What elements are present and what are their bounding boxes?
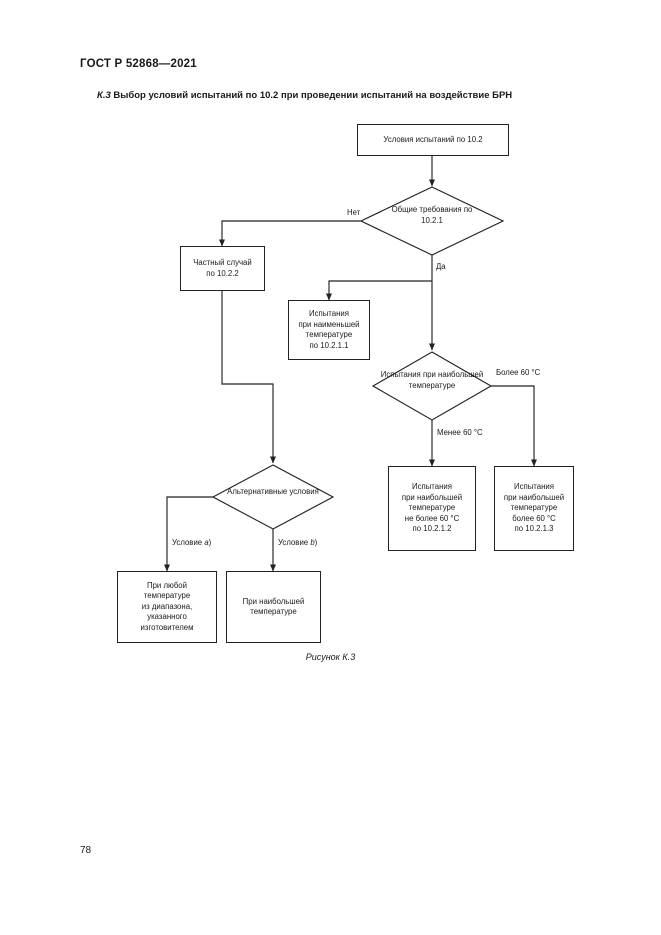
figure-caption: Рисунок К.3 bbox=[305, 652, 356, 662]
node-hnm60-line5: по 10.2.1.2 bbox=[412, 524, 452, 534]
node-special-case-line2: по 10.2.2 bbox=[206, 268, 239, 278]
node-any-temp-line5: изготовителем bbox=[140, 622, 194, 632]
node-lowest-temp-line4: по 10.2.1.1 bbox=[309, 340, 349, 350]
edge-label-more-60: Более 60 °С bbox=[496, 368, 541, 377]
edge-label-less-60: Менее 60 °С bbox=[437, 428, 483, 437]
node-hm60-line5: по 10.2.1.3 bbox=[514, 524, 554, 534]
page-number: 78 bbox=[80, 845, 92, 856]
condition-a-letter: a bbox=[204, 538, 209, 547]
condition-b-prefix: Условие bbox=[278, 538, 311, 547]
edge-to-lowest-temp bbox=[326, 280, 432, 301]
node-hm60-line1: Испытания bbox=[513, 482, 555, 492]
flowchart-connectors bbox=[164, 156, 537, 572]
edge-special-case-to-alternative bbox=[221, 291, 276, 464]
node-hnm60-line2: при наибольшей bbox=[401, 492, 463, 502]
node-any-temp-line1: При любой bbox=[146, 580, 188, 590]
node-lowest-temp: Испытания при наименьшей температуре по … bbox=[288, 300, 370, 360]
document-header: ГОСТ Р 52868—2021 bbox=[80, 58, 197, 70]
diamond-alternative-shape bbox=[211, 464, 335, 530]
node-lowest-temp-line2: при наименьшей bbox=[298, 319, 360, 329]
node-hnm60-line3: температуре bbox=[408, 503, 456, 513]
diamond-highest-temp-shape bbox=[371, 351, 493, 421]
node-special-case-line1: Частный случай bbox=[193, 258, 252, 267]
condition-a-prefix: Условие bbox=[172, 538, 205, 547]
section-number: К.3 bbox=[97, 90, 111, 101]
edge-more-60 bbox=[491, 385, 537, 467]
node-highest-not-more-60: Испытания при наибольшей температуре не … bbox=[388, 466, 476, 551]
edge-label-yes: Да bbox=[436, 262, 446, 271]
node-lowest-temp-line1: Испытания bbox=[308, 309, 350, 318]
edge-condition-a bbox=[164, 496, 213, 572]
node-any-temp-line4: указанного bbox=[147, 612, 187, 622]
edge-label-condition-a: Условие a) bbox=[172, 538, 211, 547]
node-hm60-line4: более 60 °С bbox=[512, 513, 556, 523]
node-any-temp-line3: из диапазона, bbox=[141, 601, 193, 611]
node-special-case: Частный случай по 10.2.2 bbox=[180, 246, 265, 291]
node-any-temp-range: При любой температуре из диапазона, указ… bbox=[117, 571, 217, 643]
node-highest-more-60: Испытания при наибольшей температуре бол… bbox=[494, 466, 574, 551]
condition-b-letter: b bbox=[310, 538, 315, 547]
node-hm60-line2: при наибольшей bbox=[503, 492, 565, 502]
condition-a-suffix: ) bbox=[208, 538, 212, 547]
condition-b-suffix: ) bbox=[314, 538, 318, 547]
node-at-highest-temp: При наибольшей температуре bbox=[226, 571, 321, 643]
node-start-text: Условия испытаний по 10.2 bbox=[383, 134, 483, 144]
section-title: К.3 Выбор условий испытаний по 10.2 при … bbox=[97, 90, 512, 101]
node-hnm60-line4: не более 60 °С bbox=[404, 513, 460, 523]
section-title-text: Выбор условий испытаний по 10.2 при пров… bbox=[113, 90, 513, 101]
edge-label-condition-b: Условие b) bbox=[278, 538, 317, 547]
node-at-highest-line1: При наибольшей bbox=[242, 596, 305, 606]
node-hnm60-line1: Испытания bbox=[411, 482, 453, 492]
node-at-highest-line2: температуре bbox=[250, 607, 297, 616]
edge-label-no: Нет bbox=[347, 208, 361, 217]
node-any-temp-line2: температуре bbox=[143, 591, 191, 601]
node-start: Условия испытаний по 10.2 bbox=[357, 124, 509, 156]
edge-no-to-special-case bbox=[219, 220, 361, 247]
diamond-general-shape bbox=[359, 186, 505, 256]
flowchart: Условия испытаний по 10.2 Частный случай… bbox=[117, 124, 574, 643]
node-lowest-temp-line3: температуре bbox=[305, 330, 353, 339]
node-hm60-line3: температуре bbox=[510, 503, 558, 513]
